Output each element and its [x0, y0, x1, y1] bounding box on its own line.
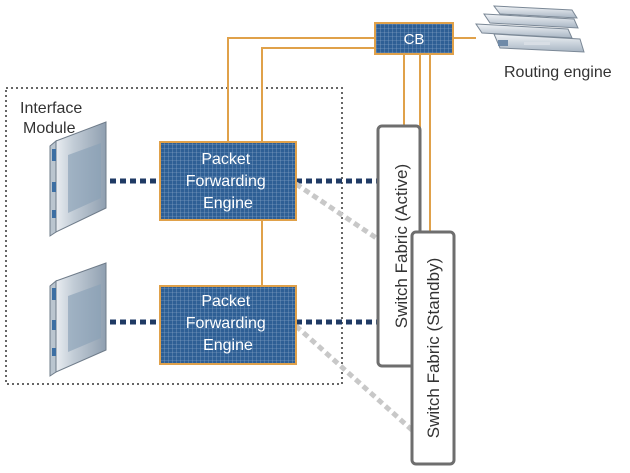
interface-module-boundary [5, 87, 343, 385]
switch-fabric-active-label: Switch Fabric (Active) [392, 164, 411, 328]
packet-forwarding-engine-top: Packet Forwarding Engine [159, 141, 297, 221]
switch-fabric-standby-box [410, 230, 456, 466]
pfe-bottom-label: Packet Forwarding Engine [186, 293, 270, 354]
interface-module-label-line1: Interface [20, 100, 82, 117]
pfe-top-box [159, 141, 297, 221]
routing-engine-image [475, 5, 585, 53]
interface-card-top [49, 121, 107, 237]
standby-links [294, 181, 414, 432]
switch-fabric-standby: Switch Fabric (Standby) [410, 230, 456, 466]
pfe-top-label: Packet Forwarding Engine [186, 151, 270, 212]
interface-card-bottom [49, 262, 107, 377]
pfe-bottom-line3: Engine [203, 337, 253, 354]
cb-label: CB [404, 31, 425, 48]
switch-fabric-active: Switch Fabric (Active) [376, 124, 422, 368]
control-board: CB [374, 22, 454, 55]
pfe-bottom-box [159, 285, 297, 365]
routing-engine-label: Routing engine [504, 64, 612, 81]
switch-fabric-standby-label: Switch Fabric (Standby) [424, 258, 443, 438]
packet-forwarding-engine-bottom: Packet Forwarding Engine [159, 285, 297, 365]
interface-module-label: Interface Module [20, 100, 87, 137]
data-links [110, 178, 378, 325]
pfe-bottom-line1: Packet [201, 293, 250, 310]
interface-module-label-line2: Module [23, 120, 76, 137]
pfe-top-line1: Packet [201, 151, 250, 168]
pfe-top-line2: Forwarding [186, 173, 266, 190]
cb-box [374, 22, 454, 55]
pfe-bottom-line2: Forwarding [186, 315, 266, 332]
pfe-top-line3: Engine [203, 195, 253, 212]
